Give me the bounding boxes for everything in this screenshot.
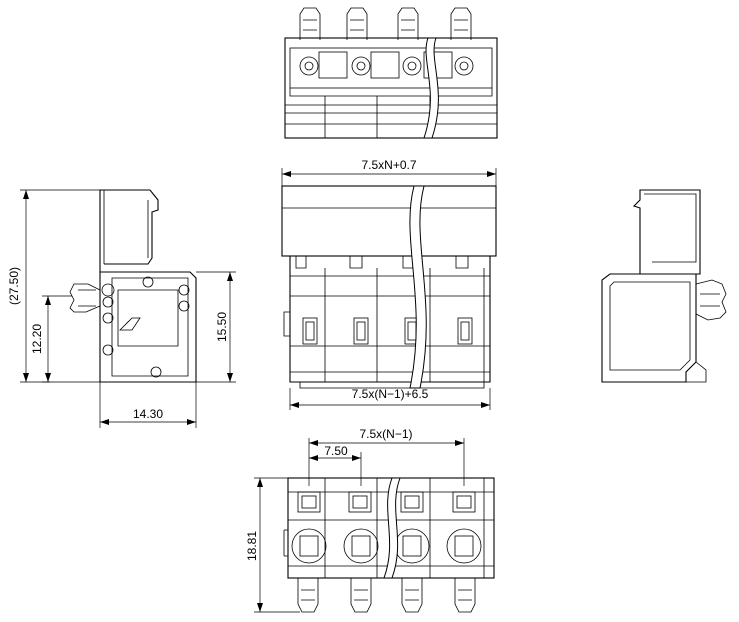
dim-bottom-pitch: 7.50 xyxy=(309,444,362,486)
front-view-break xyxy=(409,185,427,389)
top-view-break xyxy=(423,37,439,139)
bottom-view-break xyxy=(383,477,401,579)
dim-front-body-label: 7.5x(N−1)+6.5 xyxy=(352,387,429,401)
dim-side-right: 15.50 xyxy=(196,271,236,383)
dim-front-overall: 7.5xN+0.7 xyxy=(281,158,497,190)
dim-bottom-height: 18.81 xyxy=(245,477,300,613)
bottom-view: 7.5x(N−1) 7.50 18.81 xyxy=(245,427,495,613)
bottom-view-top-windows xyxy=(297,491,476,513)
front-view: 7.5xN+0.7 7.5x(N−1)+6.5 xyxy=(281,158,497,410)
bottom-view-entries xyxy=(291,528,482,564)
dim-front-overall-label: 7.5xN+0.7 xyxy=(361,158,416,172)
dim-side-overall-label: (27.50) xyxy=(7,267,21,305)
dim-front-body: 7.5x(N−1)+6.5 xyxy=(289,387,491,410)
dim-side-width: 14.30 xyxy=(99,382,197,428)
bottom-view-latches xyxy=(297,578,476,613)
dim-side-body-label: 12.20 xyxy=(30,324,44,354)
dim-side-overall: (27.50) xyxy=(7,189,100,383)
dim-side-body: 12.20 xyxy=(30,295,72,383)
dim-bottom-span-label: 7.5x(N−1) xyxy=(359,427,412,441)
top-view-screws xyxy=(299,51,474,79)
top-view-latches xyxy=(299,7,472,40)
dim-bottom-height-label: 18.81 xyxy=(245,531,259,561)
dim-side-right-label: 15.50 xyxy=(215,312,229,342)
top-view xyxy=(284,7,498,139)
dim-side-width-label: 14.30 xyxy=(133,407,163,421)
left-side-view: (27.50) 12.20 15.50 14.30 xyxy=(7,189,236,428)
front-view-windows xyxy=(302,317,473,345)
dim-bottom-pitch-label: 7.50 xyxy=(324,444,348,458)
right-side-view xyxy=(601,189,727,383)
